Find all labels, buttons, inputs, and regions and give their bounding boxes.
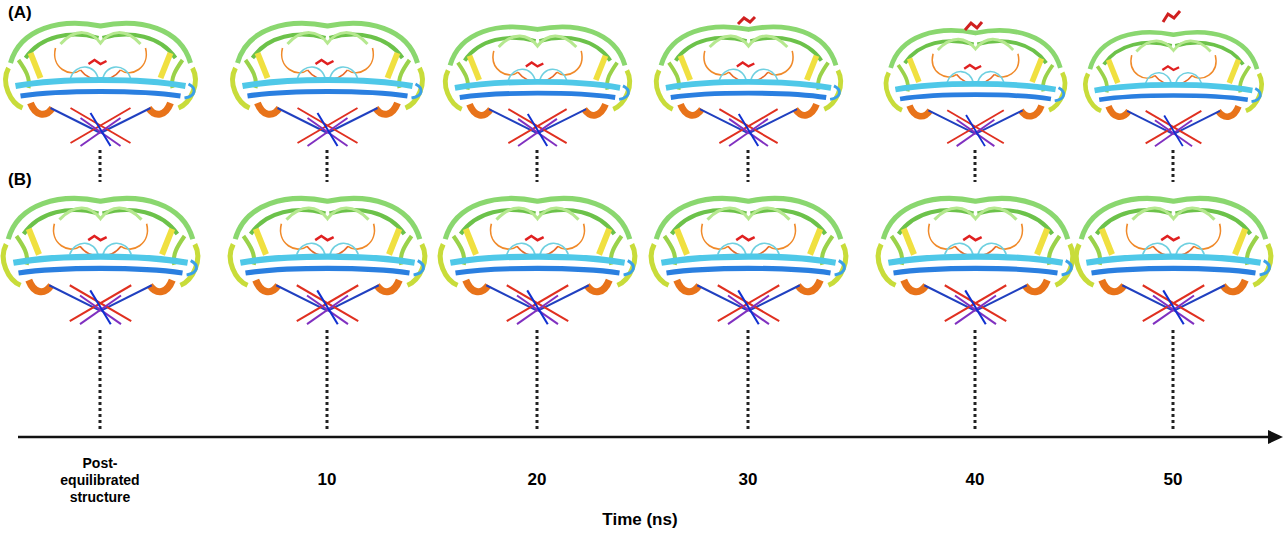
axis-title: Time (ns) bbox=[560, 510, 720, 530]
axis-arrowhead bbox=[1268, 430, 1283, 444]
protein-snapshot bbox=[1076, 199, 1270, 325]
panel-label: (A) bbox=[8, 3, 48, 23]
flap-residue bbox=[738, 17, 755, 24]
time-point-label: Post-equilibrated structure bbox=[44, 455, 156, 505]
protein-snapshot bbox=[445, 27, 629, 146]
time-point-label: 50 bbox=[1143, 470, 1203, 490]
time-point-label: 10 bbox=[297, 470, 357, 490]
protein-snapshot bbox=[878, 199, 1072, 325]
protein-snapshot bbox=[656, 27, 840, 146]
protein-snapshot bbox=[651, 199, 845, 325]
protein-snapshot bbox=[440, 199, 634, 325]
protein-snapshot bbox=[233, 23, 423, 146]
time-point-label: 40 bbox=[945, 470, 1005, 490]
time-guide bbox=[100, 150, 1173, 432]
protein-snapshot bbox=[6, 23, 196, 146]
protein-snapshot bbox=[1085, 32, 1261, 146]
protein-snapshot bbox=[230, 199, 424, 325]
protein-snapshot bbox=[3, 199, 197, 325]
protein-snapshot bbox=[886, 31, 1065, 147]
flap-residue bbox=[1163, 11, 1180, 22]
flap-residue bbox=[965, 22, 982, 30]
time-axis bbox=[18, 436, 1272, 439]
time-point-label: 20 bbox=[507, 470, 567, 490]
panel-label: (B) bbox=[8, 170, 48, 190]
time-point-label: 30 bbox=[718, 470, 778, 490]
